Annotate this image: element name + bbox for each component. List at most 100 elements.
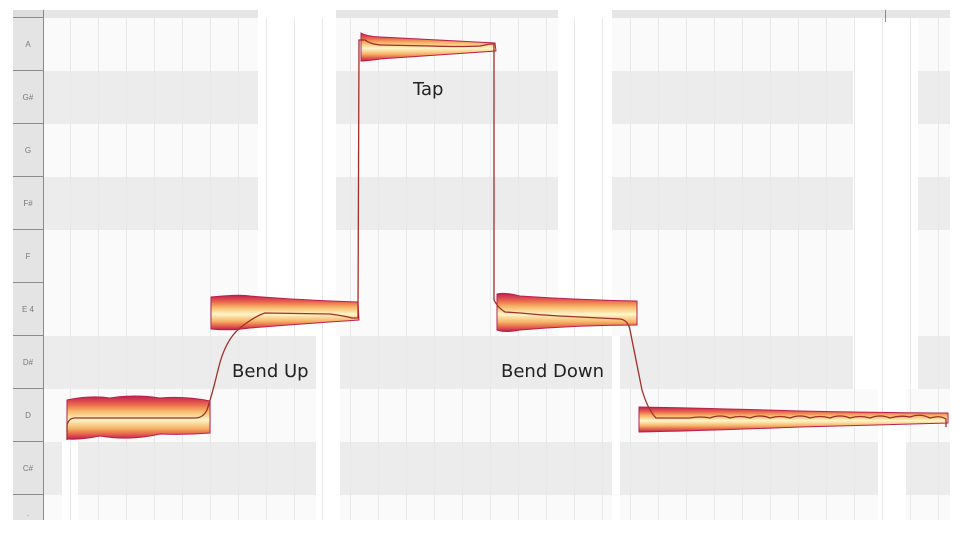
key-label: A (25, 39, 31, 49)
beat-gridline (686, 18, 687, 520)
key-label: G# (22, 92, 34, 102)
lane-white-key (612, 124, 853, 177)
beat-gridline (826, 18, 827, 520)
lane-black-key (44, 442, 62, 495)
lane-black-key (78, 442, 316, 495)
lane-white-key (918, 18, 950, 71)
lane-black-key (612, 177, 853, 230)
lane-black-key (340, 336, 612, 389)
beat-gridline (910, 18, 911, 520)
lane-white-key (918, 124, 950, 177)
lane-black-key (906, 442, 950, 495)
lane-black-key (918, 71, 950, 124)
timeline-ruler[interactable] (336, 10, 558, 18)
beat-gridline (462, 18, 463, 520)
piano-key-c[interactable]: · (13, 495, 43, 520)
beat-gridline (518, 18, 519, 520)
piano-key-f[interactable]: F (13, 230, 43, 283)
piano-key-header (13, 10, 43, 18)
beat-gridline (574, 18, 575, 520)
beat-gridline (714, 18, 715, 520)
note-blob-d-2[interactable] (638, 406, 949, 433)
piano-key-g[interactable]: G (13, 124, 43, 177)
key-label: · (26, 511, 30, 520)
beat-gridline (882, 18, 883, 520)
lane-white-key (612, 283, 853, 336)
beat-gridline (630, 18, 631, 520)
lane-black-key (44, 177, 258, 230)
lane-black-key (918, 336, 950, 389)
beat-gridline (742, 18, 743, 520)
lane-white-key (44, 124, 258, 177)
key-label: C# (22, 463, 34, 473)
piano-key-column: A G# G F# F E 4 D# D C# · (13, 10, 44, 520)
beat-gridline (546, 18, 547, 520)
piano-key-g-sharp[interactable]: G# (13, 71, 43, 124)
piano-key-c-sharp[interactable]: C# (13, 442, 43, 495)
beat-gridline (266, 18, 267, 520)
key-label: G (24, 145, 32, 155)
beat-gridline (154, 18, 155, 520)
beat-gridline (406, 18, 407, 520)
lane-black-key (918, 177, 950, 230)
beat-gridline (854, 18, 855, 520)
lane-white-key (336, 124, 558, 177)
key-label: E 4 (21, 304, 34, 314)
piano-key-d[interactable]: D (13, 389, 43, 442)
annotation-bend-down: Bend Down (501, 361, 604, 382)
note-blob-e4-1[interactable] (210, 294, 360, 331)
bar-marker (885, 10, 886, 22)
beat-gridline (210, 18, 211, 520)
piano-key-f-sharp[interactable]: F# (13, 177, 43, 230)
beat-gridline (322, 18, 323, 520)
timeline-ruler[interactable] (44, 10, 258, 18)
lane-white-key (78, 495, 316, 520)
lane-white-key (340, 495, 612, 520)
lane-black-key (44, 71, 258, 124)
lane-white-key (612, 230, 853, 283)
beat-gridline (294, 18, 295, 520)
beat-gridline (658, 18, 659, 520)
key-label: D (25, 410, 31, 420)
lane-white-key (44, 18, 258, 71)
lane-black-key (44, 336, 316, 389)
lane-black-key (336, 177, 558, 230)
beat-gridline (98, 18, 99, 520)
key-label: F# (23, 198, 33, 208)
lane-black-key (620, 442, 878, 495)
lane-white-key (906, 495, 950, 520)
piano-key-d-sharp[interactable]: D# (13, 336, 43, 389)
lane-white-key (918, 230, 950, 283)
note-blob-a-tap[interactable] (360, 32, 497, 62)
lane-white-key (340, 389, 612, 442)
beat-gridline (602, 18, 603, 520)
beat-gridline (70, 18, 71, 520)
lane-white-key (44, 495, 62, 520)
beat-gridline (350, 18, 351, 520)
beat-gridline (434, 18, 435, 520)
lane-white-key (336, 230, 558, 283)
lane-white-key (620, 495, 878, 520)
annotation-tap: Tap (413, 79, 444, 100)
beat-gridline (798, 18, 799, 520)
lane-white-key (612, 18, 853, 71)
lane-white-key (918, 283, 950, 336)
piano-key-e4[interactable]: E 4 (13, 283, 43, 336)
key-label: D# (22, 357, 34, 367)
beat-gridline (182, 18, 183, 520)
beat-gridline (770, 18, 771, 520)
timeline-ruler[interactable] (612, 10, 950, 18)
lane-black-key (612, 71, 853, 124)
pitch-curve (66, 39, 947, 440)
beat-gridline (238, 18, 239, 520)
key-label: F (25, 251, 31, 261)
beat-gridline (938, 18, 939, 520)
piano-key-a[interactable]: A (13, 18, 43, 71)
note-blob-e4-2[interactable] (496, 292, 638, 332)
beat-gridline (378, 18, 379, 520)
annotation-bend-up: Bend Up (232, 361, 309, 382)
beat-gridline (126, 18, 127, 520)
lane-black-key (340, 442, 612, 495)
